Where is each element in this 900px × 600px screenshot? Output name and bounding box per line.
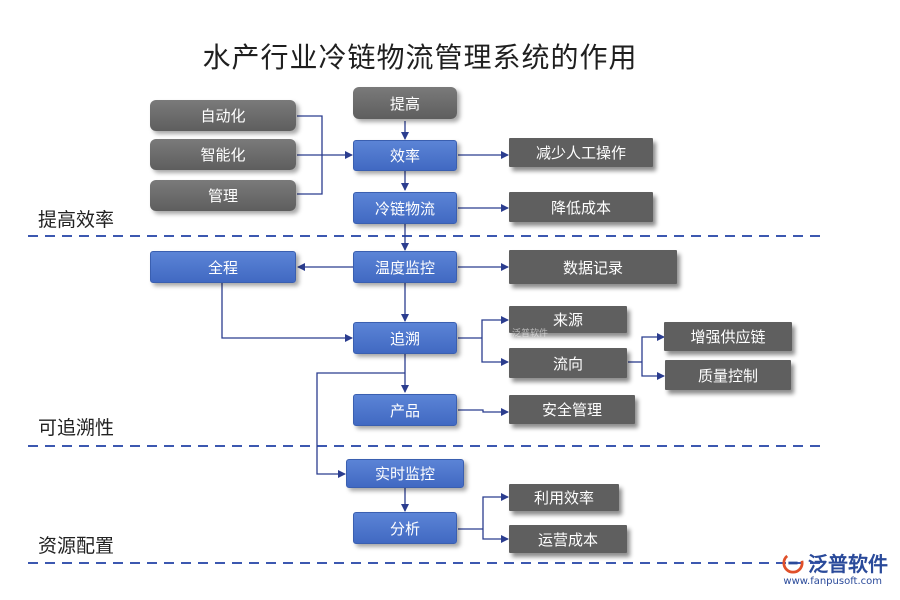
node-source: 来源 xyxy=(509,306,627,333)
connector-trace-realtime xyxy=(316,372,405,478)
node-operating-cost: 运营成本 xyxy=(509,525,627,553)
connector-product-safety xyxy=(458,408,509,416)
node-reduce-cost: 降低成本 xyxy=(509,192,653,222)
node-supply-chain: 增强供应链 xyxy=(664,322,792,351)
connector-analysis-cost xyxy=(482,529,509,543)
node-analysis: 分析 xyxy=(353,512,457,544)
node-reduce-labor: 减少人工操作 xyxy=(509,138,653,167)
connector-flow-quality xyxy=(641,362,665,380)
node-flow: 流向 xyxy=(509,348,627,378)
brand-url: www.fanpusoft.com xyxy=(783,576,882,587)
connector-trace-flow xyxy=(481,338,509,366)
connector-management xyxy=(297,155,323,195)
node-trace: 追溯 xyxy=(353,322,457,354)
fanpu-logo-icon xyxy=(782,551,804,574)
section-label-efficiency: 提高效率 xyxy=(38,209,115,231)
watermark-logo: 泛普软件 xyxy=(512,329,549,339)
node-efficiency: 效率 xyxy=(353,140,457,171)
node-realtime: 实时监控 xyxy=(346,459,464,488)
brand-name: 泛普软件 xyxy=(808,552,888,576)
connector-analysis-util xyxy=(482,493,509,529)
node-automation: 自动化 xyxy=(150,100,296,131)
node-product: 产品 xyxy=(353,394,457,426)
brand-logo: 泛普软件 xyxy=(782,548,888,577)
node-temp-monitor: 温度监控 xyxy=(353,251,457,283)
node-whole-process: 全程 xyxy=(150,251,296,283)
node-management: 管理 xyxy=(150,180,296,211)
page-title: 水产行业冷链物流管理系统的作用 xyxy=(202,41,638,74)
connector-automation xyxy=(297,115,323,155)
connector-flow-supply xyxy=(641,333,665,362)
section-label-traceability: 可追溯性 xyxy=(38,417,115,439)
connector-trace-source xyxy=(481,316,509,338)
node-cold-chain: 冷链物流 xyxy=(353,192,457,224)
node-safety: 安全管理 xyxy=(509,395,635,424)
node-intelligence: 智能化 xyxy=(150,139,296,170)
node-improve: 提高 xyxy=(353,87,457,119)
node-quality: 质量控制 xyxy=(665,360,791,390)
node-data-record: 数据记录 xyxy=(509,250,677,284)
node-utilization: 利用效率 xyxy=(509,484,619,511)
connector-whole-trace xyxy=(221,283,353,342)
section-label-resources: 资源配置 xyxy=(38,535,115,557)
